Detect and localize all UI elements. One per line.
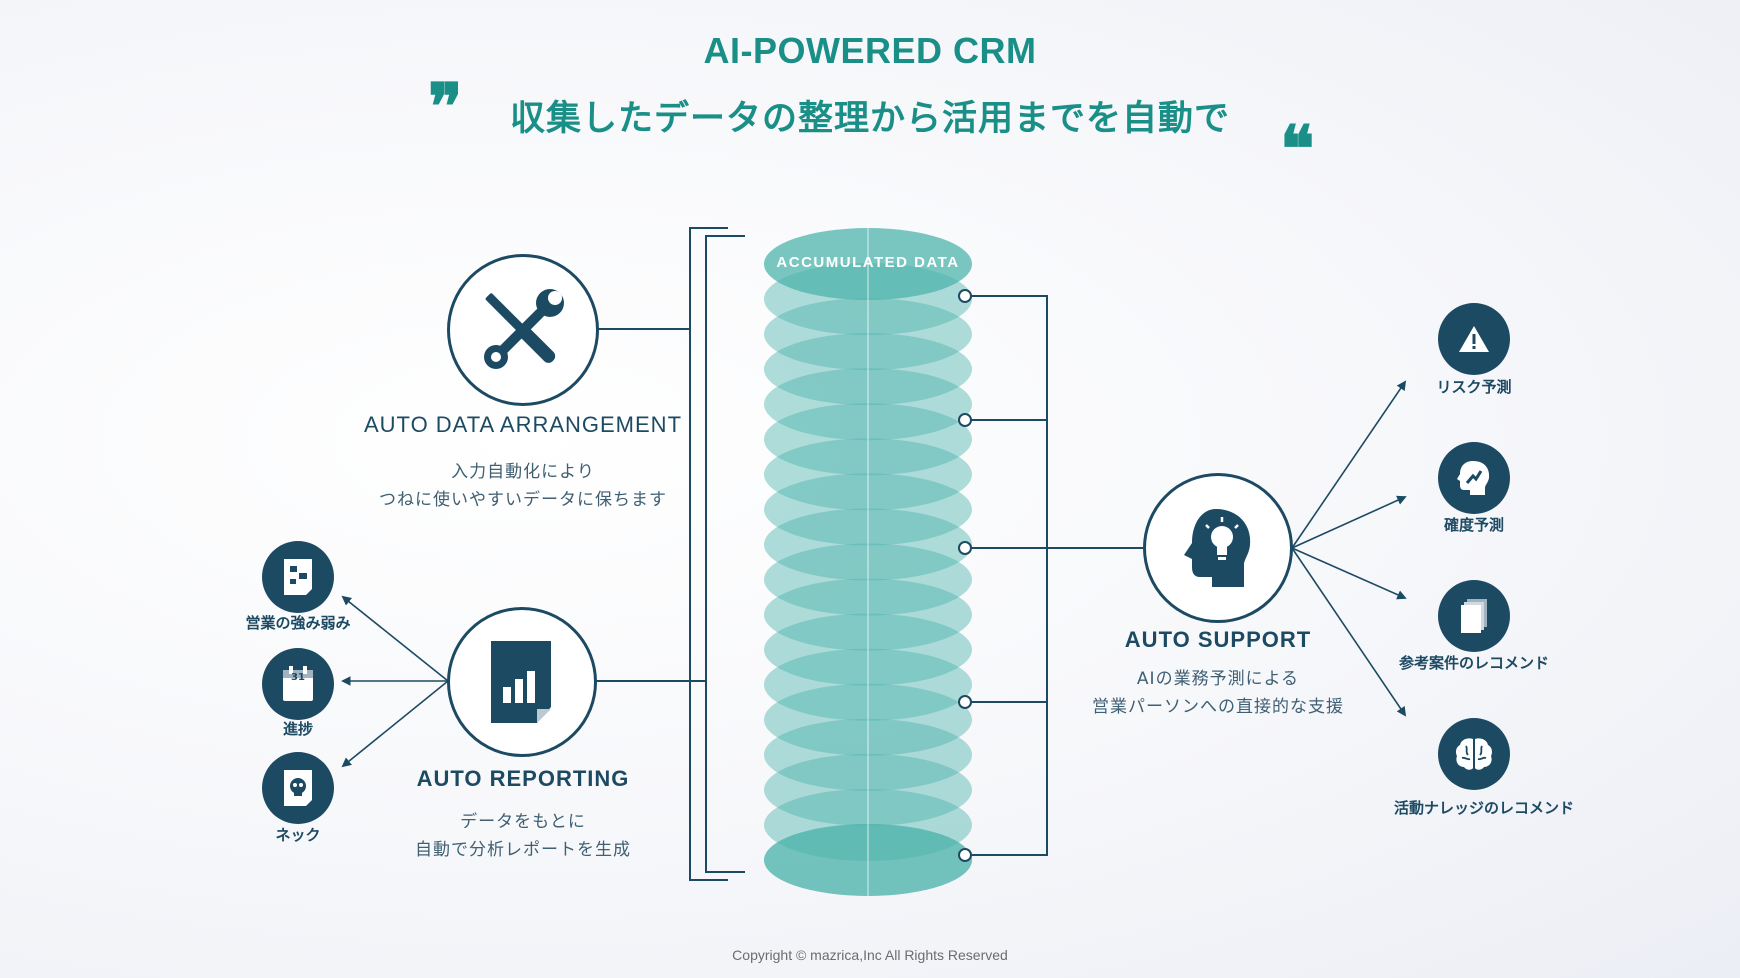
accumulated-data-cylinder xyxy=(764,224,972,896)
outer-bracket xyxy=(689,227,728,881)
arrow-probability xyxy=(1291,495,1407,549)
skull-doc-icon xyxy=(284,770,312,806)
support-desc-2: 営業パーソンへの直接的な支援 xyxy=(1092,697,1344,717)
head-trend-node xyxy=(1438,442,1510,514)
connector-dot xyxy=(958,848,972,862)
calendar-day: 31 xyxy=(291,672,305,683)
cylinder-label: ACCUMULATED DATA xyxy=(776,254,960,271)
strength-doc-icon xyxy=(284,559,312,595)
documents-node xyxy=(1438,580,1510,652)
skull-doc-node xyxy=(262,752,334,824)
connector-dot xyxy=(958,695,972,709)
brain-icon xyxy=(1456,738,1492,770)
support-node xyxy=(1143,473,1293,623)
output-label-reference: 参考案件のレコメンド xyxy=(1398,654,1549,672)
reporting-desc-2: 自動で分析レポートを生成 xyxy=(415,840,631,860)
ai-head-lightbulb-icon xyxy=(1184,509,1251,587)
reporting-desc-1: データをもとに xyxy=(460,812,586,832)
output-label-knowledge: 活動ナレッジのレコメンド xyxy=(1393,799,1574,817)
arrangement-desc-1: 入力自動化により xyxy=(451,462,595,482)
reporting-node xyxy=(447,607,597,757)
head-trend-icon xyxy=(1457,461,1490,495)
warning-node xyxy=(1438,303,1510,375)
arrow-reference xyxy=(1291,547,1407,600)
support-title: AUTO SUPPORT xyxy=(1124,627,1312,652)
calendar-node xyxy=(262,648,334,720)
page-subtitle: 収集したデータの整理から活用までを自動で xyxy=(509,99,1230,139)
arrow-risk xyxy=(1291,380,1407,549)
arrangement-node xyxy=(447,254,599,406)
strength-doc-node xyxy=(262,541,334,613)
reporting-title: AUTO REPORTING xyxy=(416,766,630,791)
connector-dot xyxy=(958,413,972,427)
warning-icon xyxy=(1459,326,1489,352)
arrow-neck xyxy=(341,680,449,768)
right-bracket xyxy=(965,295,1048,856)
quote-open-mark: ❞ xyxy=(428,70,463,145)
connector-dot xyxy=(958,289,972,303)
wrench-screwdriver-icon xyxy=(484,289,564,369)
brain-node xyxy=(1438,718,1510,790)
output-label-risk: リスク予測 xyxy=(1436,378,1512,396)
arrangement-title: AUTO DATA ARRANGEMENT xyxy=(363,412,683,437)
inner-bracket xyxy=(705,235,745,873)
arrow-knowledge xyxy=(1291,547,1407,717)
report-chart-icon xyxy=(491,641,551,723)
calendar-icon xyxy=(283,666,313,701)
page-title: AI-POWERED CRM xyxy=(703,30,1037,71)
arrow-strength xyxy=(341,595,449,682)
output-label-progress: 進捗 xyxy=(282,720,313,738)
documents-icon xyxy=(1461,599,1487,633)
output-label-strength: 営業の強み弱み xyxy=(245,614,351,632)
copyright-text: Copyright © mazrica,Inc All Rights Reser… xyxy=(732,947,1008,963)
connector-dot xyxy=(958,541,972,555)
output-label-probability: 確度予測 xyxy=(1443,516,1504,534)
output-label-neck: ネック xyxy=(275,826,321,844)
support-desc-1: AIの業務予測による xyxy=(1136,669,1300,689)
arrangement-desc-2: つねに使いやすいデータに保ちます xyxy=(379,490,667,510)
quote-close-mark: ❝ xyxy=(1280,112,1315,187)
